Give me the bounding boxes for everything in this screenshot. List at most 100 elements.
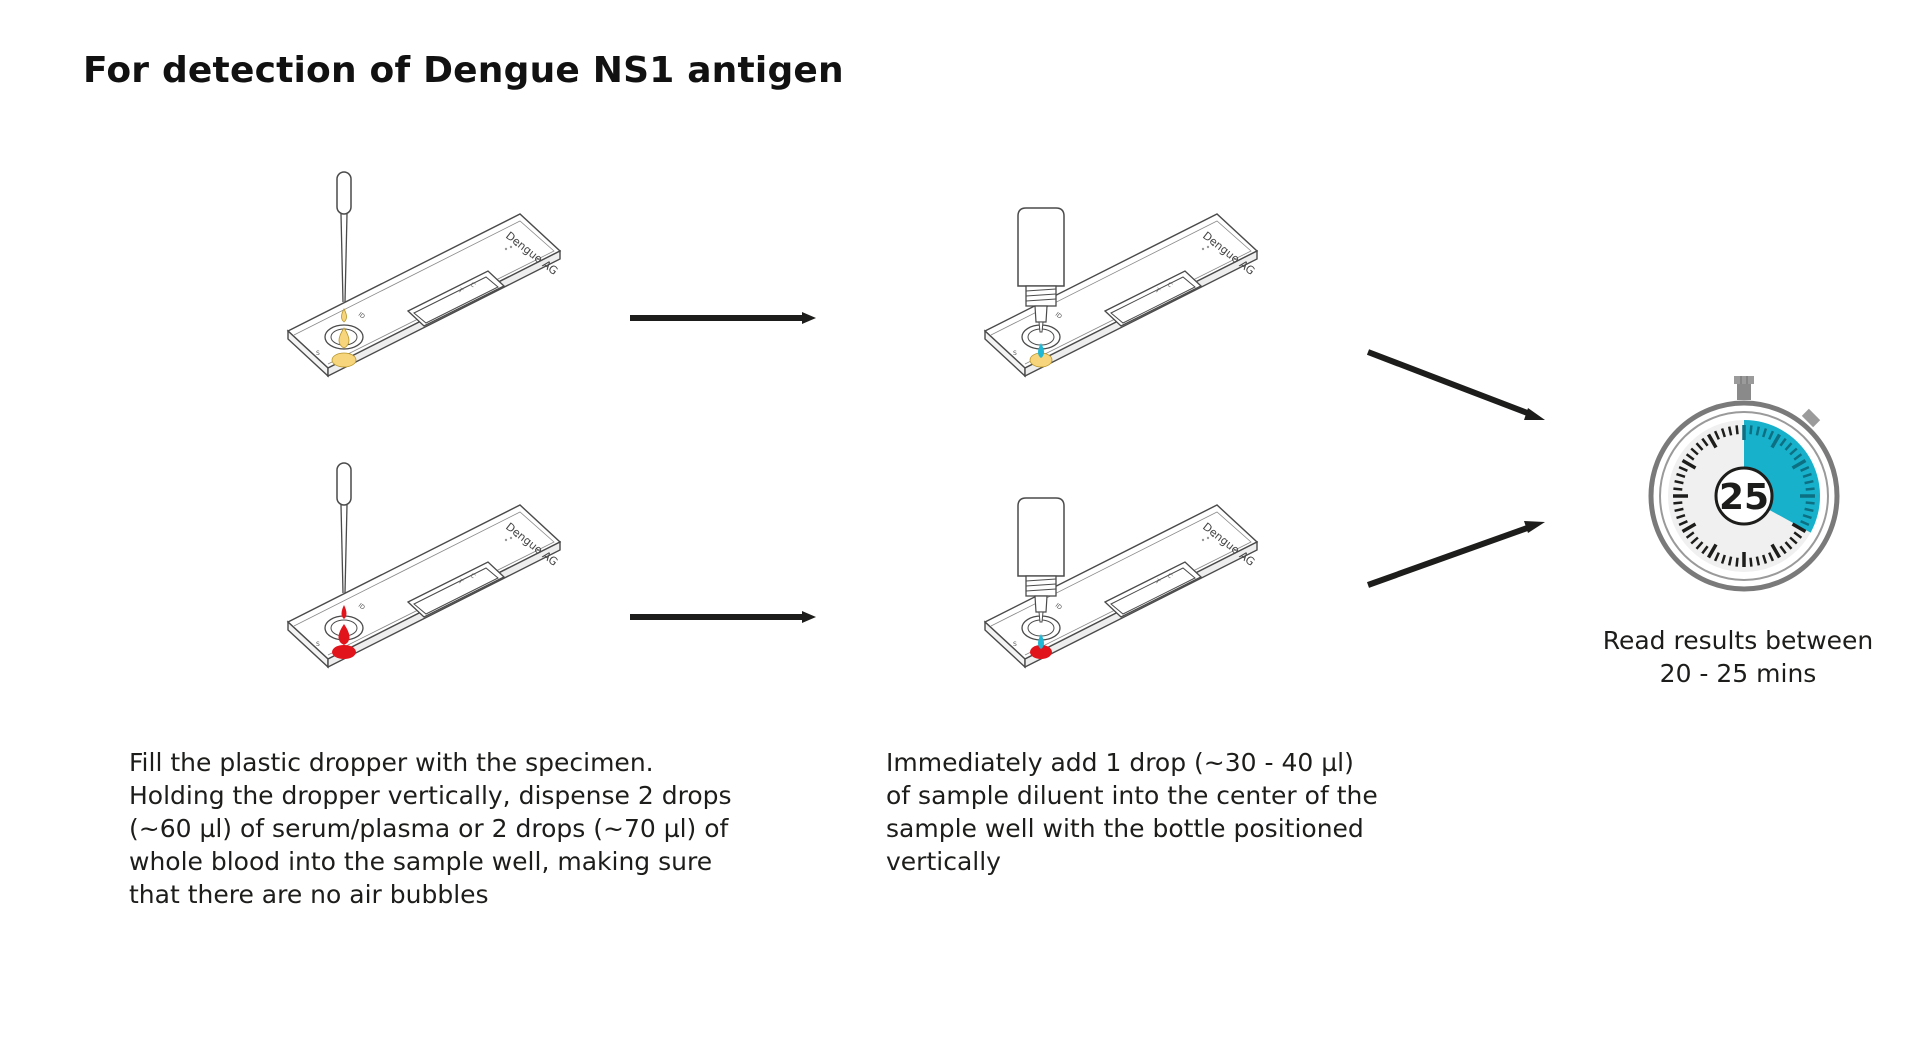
timer-tick <box>1800 465 1810 472</box>
well-mark-s: S <box>1013 350 1017 357</box>
dropper-blood <box>336 462 352 594</box>
step-1-line: Holding the dropper vertically, dispense… <box>129 781 732 810</box>
timer-tick <box>1789 536 1798 545</box>
blood-cassette: Dengue AG S ID C T <box>287 504 561 668</box>
well-mark-id: ID <box>357 311 367 321</box>
page-title: For detection of Dengue NS1 antigen <box>83 50 844 91</box>
timer-tick <box>1768 552 1775 562</box>
timer-value: 25 <box>1719 477 1769 518</box>
step-3-instructions: Read results between 20 - 25 mins <box>1578 624 1898 690</box>
well-mark-c: C <box>469 281 477 289</box>
step-3-line: 20 - 25 mins <box>1659 659 1817 688</box>
serum-cassette: Dengue AG S ID C T <box>287 213 561 377</box>
arrow-step1-to-step2-top <box>630 312 816 324</box>
timer-tick <box>1802 472 1812 478</box>
serum-in-well <box>331 352 357 368</box>
serum-drop-2 <box>338 327 350 349</box>
blood-drop-2 <box>338 624 350 645</box>
timer-tick <box>1793 453 1803 461</box>
timer-tick <box>1695 541 1704 550</box>
well-mark-t: T <box>1153 286 1161 295</box>
timer-tick <box>1673 487 1683 491</box>
step-1-line: (~60 µl) of serum/plasma or 2 drops (~70… <box>129 814 729 843</box>
well-mark-c: C <box>1166 281 1174 289</box>
arrow-step2-to-timer-top <box>1366 349 1545 420</box>
diluent-drop-top <box>1038 343 1044 358</box>
arrow-step1-to-step2-bottom <box>630 611 816 623</box>
timer-tick <box>1720 428 1726 438</box>
timer-tick <box>1681 458 1697 470</box>
arrow-step2-to-timer-bottom <box>1366 521 1545 588</box>
timer-tick <box>1755 556 1761 566</box>
timer-tick <box>1713 430 1720 440</box>
timer-tick <box>1793 531 1803 539</box>
timer-tick <box>1784 442 1793 451</box>
timer-ticks <box>1673 425 1815 567</box>
well-mark-id: ID <box>357 602 367 612</box>
timer-tick <box>1762 554 1768 564</box>
timer-tick <box>1779 437 1787 447</box>
timer-tick <box>1727 556 1733 566</box>
timer-tick <box>1749 425 1753 435</box>
timer-tick <box>1674 507 1684 513</box>
timer-tick <box>1762 428 1768 438</box>
well-mark-t: T <box>1153 577 1161 586</box>
well-mark-s: S <box>316 350 320 357</box>
well-mark-c: C <box>469 572 477 580</box>
step-1-line: Fill the plastic dropper with the specim… <box>129 748 654 777</box>
well-mark-t: T <box>456 577 464 586</box>
timer-tick <box>1673 501 1683 505</box>
timer-tick <box>1735 425 1739 435</box>
timer-tick <box>1804 479 1814 485</box>
timer-tick <box>1706 543 1718 559</box>
timer-tick <box>1805 501 1815 505</box>
timer-tick <box>1674 479 1684 485</box>
timer-tick <box>1676 472 1686 478</box>
timer-tick <box>1727 426 1733 436</box>
timer-tick <box>1695 442 1704 451</box>
step-3-line: Read results between <box>1602 626 1874 655</box>
step-2-line: sample well with the bottle positioned <box>886 814 1364 843</box>
blood-in-well <box>332 645 356 659</box>
timer-tick <box>1701 437 1709 447</box>
blood-drop-1 <box>341 605 347 619</box>
timer-tick <box>1805 487 1815 491</box>
step-1-line: that there are no air bubbles <box>129 880 489 909</box>
timer-tick <box>1749 557 1753 567</box>
blood-in-well <box>1030 645 1052 659</box>
well-mark-id: ID <box>1054 311 1064 321</box>
step-2-instructions: Immediately add 1 drop (~30 - 40 µl) of … <box>886 746 1378 878</box>
timer-tick <box>1685 531 1695 539</box>
timer-tick <box>1706 433 1718 449</box>
well-mark-t: T <box>456 286 464 295</box>
dropper-serum <box>336 171 352 303</box>
well-mark-s: S <box>1013 641 1017 648</box>
step-1-line: whole blood into the sample well, making… <box>129 847 713 876</box>
timer-tick <box>1690 447 1699 456</box>
timer-tick <box>1735 557 1739 567</box>
serum-drop-1 <box>341 308 347 323</box>
well-mark-s: S <box>316 641 320 648</box>
timer-tick <box>1802 514 1812 520</box>
timer-tick <box>1768 430 1775 440</box>
timer-tick <box>1784 541 1793 550</box>
timer-tick <box>1779 545 1787 555</box>
step-1-instructions: Fill the plastic dropper with the specim… <box>129 746 732 911</box>
timer-tick <box>1681 522 1697 534</box>
step-2-line: Immediately add 1 drop (~30 - 40 µl) <box>886 748 1354 777</box>
step-2-line: of sample diluent into the center of the <box>886 781 1378 810</box>
timer-tick <box>1678 520 1688 527</box>
timer-tick <box>1678 465 1688 472</box>
well-mark-id: ID <box>1054 602 1064 612</box>
diluent-drop-bottom <box>1038 634 1044 649</box>
timer-tick <box>1713 552 1720 562</box>
timer-tick <box>1676 514 1686 520</box>
timer-tick <box>1690 536 1699 545</box>
timer-tick <box>1770 433 1782 449</box>
timer-tick <box>1789 447 1798 456</box>
timer-tick <box>1720 554 1726 564</box>
timer-tick <box>1791 458 1807 470</box>
timer-tick <box>1701 545 1709 555</box>
timer-tick <box>1791 522 1807 534</box>
